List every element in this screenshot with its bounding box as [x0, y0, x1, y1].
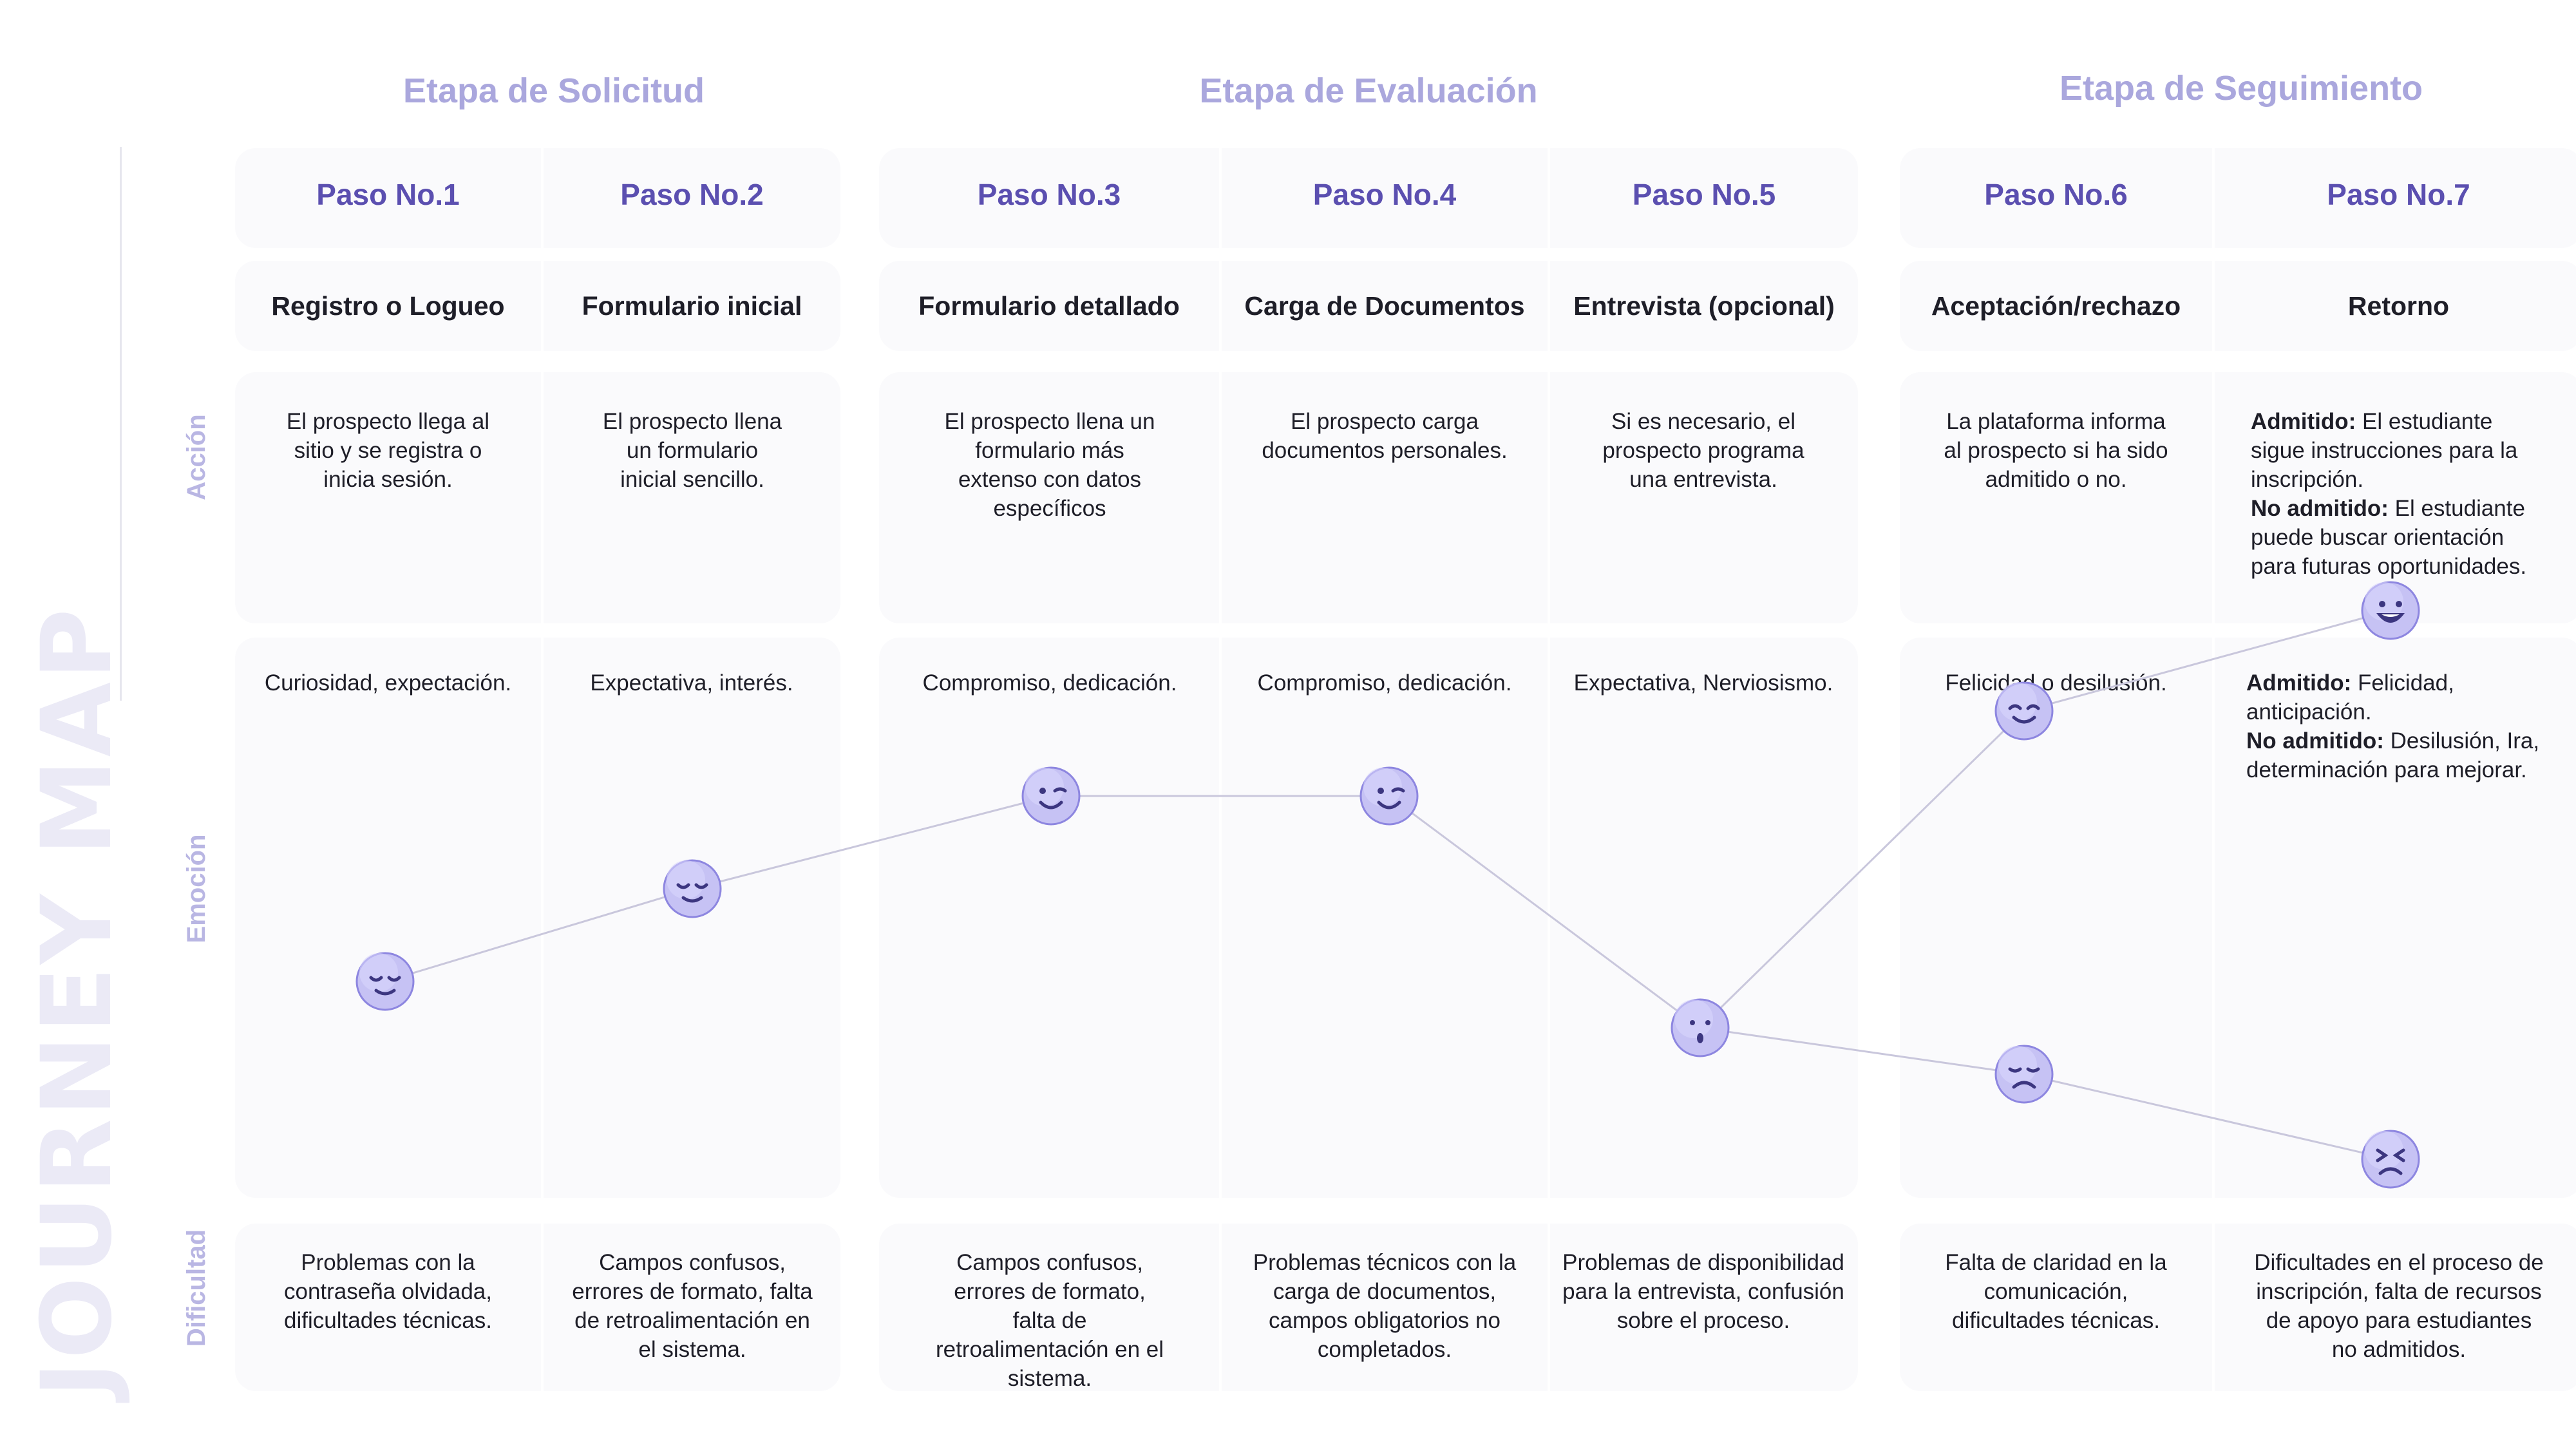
action-admitted-text: El estudiante sigue instrucciones para l…: [2251, 409, 2518, 492]
action-admitted-label: Admitido:: [2251, 409, 2356, 434]
emotion-curve-segment: [692, 795, 1052, 890]
emotion-text-4: Compromiso, dedicación.: [1257, 670, 1512, 696]
difficulty-text-5: Problemas de disponibilidad para la entr…: [1562, 1250, 1844, 1333]
column-divider: [1219, 148, 1222, 1391]
action-title-4: Carga de Documentos: [1244, 291, 1525, 321]
difficulty-text-2: Campos confusos, errores de formato, fal…: [572, 1250, 813, 1362]
row-gap: [232, 623, 2576, 638]
emotion-curve-segment: [384, 887, 693, 983]
action-title-3: Formulario detallado: [918, 291, 1180, 321]
action-card-group-1: [235, 372, 840, 623]
action-text-6: La plataforma informa al prospecto si ha…: [1944, 409, 2168, 492]
emotion-card-group-2: [879, 638, 1858, 1198]
action-rejected-text: El estudiante puede buscar orientación p…: [2251, 496, 2527, 579]
step-label-4: Paso No.4: [1312, 178, 1457, 211]
action-text-3: El prospecto llena un formulario más ext…: [944, 409, 1155, 521]
angry-face-icon: [2361, 1130, 2420, 1189]
emotion-text-2: Expectativa, interés.: [590, 670, 793, 696]
emotion-text-1: Curiosidad, expectación.: [264, 670, 512, 696]
grinning-face-icon: [2361, 581, 2420, 640]
column-divider: [541, 148, 544, 1391]
winking-face-icon: [1021, 766, 1081, 826]
action-title-5: Entrevista (opcional): [1573, 291, 1835, 321]
emotion-card-group-1: [235, 638, 840, 1198]
step-label-6: Paso No.6: [1984, 178, 2128, 211]
row-gap: [232, 351, 2576, 372]
stage-title-solicitud: Etapa de Solicitud: [402, 71, 705, 110]
step-header-card-group-1: [235, 148, 840, 248]
action-title-1: Registro o Logueo: [271, 291, 505, 321]
column-divider: [2212, 148, 2215, 1391]
emotion-admitted-label: Admitido:: [2246, 670, 2352, 696]
step-label-1: Paso No.1: [316, 178, 460, 211]
emotion-admitted-text: Felicidad, anticipación.: [2246, 670, 2454, 724]
action-text-7: Admitido: El estudiante sigue instruccio…: [2251, 407, 2547, 581]
emotion-text-7: Admitido: Felicidad, anticipación. No ad…: [2246, 668, 2555, 784]
action-card-group-2: [879, 372, 1858, 623]
action-title-card-group-2: [879, 261, 1858, 351]
action-title-card-group-1: [235, 261, 840, 351]
emotion-text-5: Expectativa, Nerviosismo.: [1573, 670, 1833, 696]
sad-face-icon: [1994, 1045, 2054, 1104]
action-title-7: Retorno: [2347, 291, 2450, 321]
difficulty-card-group-1: [235, 1224, 840, 1391]
difficulty-text-6: Falta de claridad en la comunicación, di…: [1945, 1250, 2167, 1333]
side-divider-line: [120, 147, 122, 701]
action-text-1: El prospecto llega al sitio y se registr…: [286, 409, 490, 492]
emotion-curve-segment: [1699, 710, 2025, 1029]
step-label-2: Paso No.2: [620, 178, 764, 211]
action-title-2: Formulario inicial: [582, 291, 802, 321]
emotion-rejected-text: Desilusión, Ira, determinación para mejo…: [2246, 728, 2540, 782]
difficulty-text-7: Dificultades en el proceso de inscripció…: [2254, 1250, 2544, 1362]
difficulty-text-3: Campos confusos, errores de formato, fal…: [935, 1250, 1164, 1391]
content-face-icon: [355, 952, 415, 1011]
action-title-6: Aceptación/rechazo: [1931, 291, 2181, 321]
winking-face-icon: [1359, 766, 1419, 826]
action-card-group-3: [1900, 372, 2576, 623]
stage-title-evaluacion: Etapa de Evaluación: [1199, 71, 1538, 110]
step-header-card-group-3: [1900, 148, 2576, 248]
step-header-card-group-2: [879, 148, 1858, 248]
difficulty-text-1: Problemas con la contraseña olvidada, di…: [284, 1250, 492, 1333]
action-text-4: El prospecto carga documentos personales…: [1262, 409, 1508, 463]
emotion-rejected-label: No admitido:: [2246, 728, 2384, 753]
emotion-curve-segment: [2023, 1073, 2391, 1160]
emotion-curve-segment: [1700, 1027, 2025, 1075]
row-gap: [232, 248, 2576, 261]
emotion-curve-segment: [2023, 609, 2391, 712]
action-text-5: Si es necesario, el prospecto programa u…: [1602, 409, 1804, 492]
column-divider: [1548, 148, 1550, 1391]
row-gap: [232, 1198, 2576, 1224]
difficulty-card-group-3: [1900, 1224, 2576, 1391]
difficulty-text-4: Problemas técnicos con la carga de docum…: [1253, 1250, 1517, 1362]
smiling-face-icon: [1994, 681, 2054, 741]
action-rejected-label: No admitido:: [2251, 496, 2389, 521]
action-text-2: El prospecto llena un formulario inicial…: [602, 409, 782, 492]
surprised-face-icon: [1671, 998, 1730, 1057]
step-label-5: Paso No.5: [1632, 178, 1776, 211]
emotion-curve-segment: [1388, 795, 1701, 1029]
emotion-text-3: Compromiso, dedicación.: [922, 670, 1177, 696]
step-label-3: Paso No.3: [977, 178, 1121, 211]
content-face-icon: [663, 859, 722, 918]
difficulty-card-group-2: [879, 1224, 1858, 1391]
action-title-card-group-3: [1900, 261, 2576, 351]
stage-title-seguimiento: Etapa de Seguimiento: [2059, 69, 2423, 108]
step-label-7: Paso No.7: [2327, 178, 2470, 211]
